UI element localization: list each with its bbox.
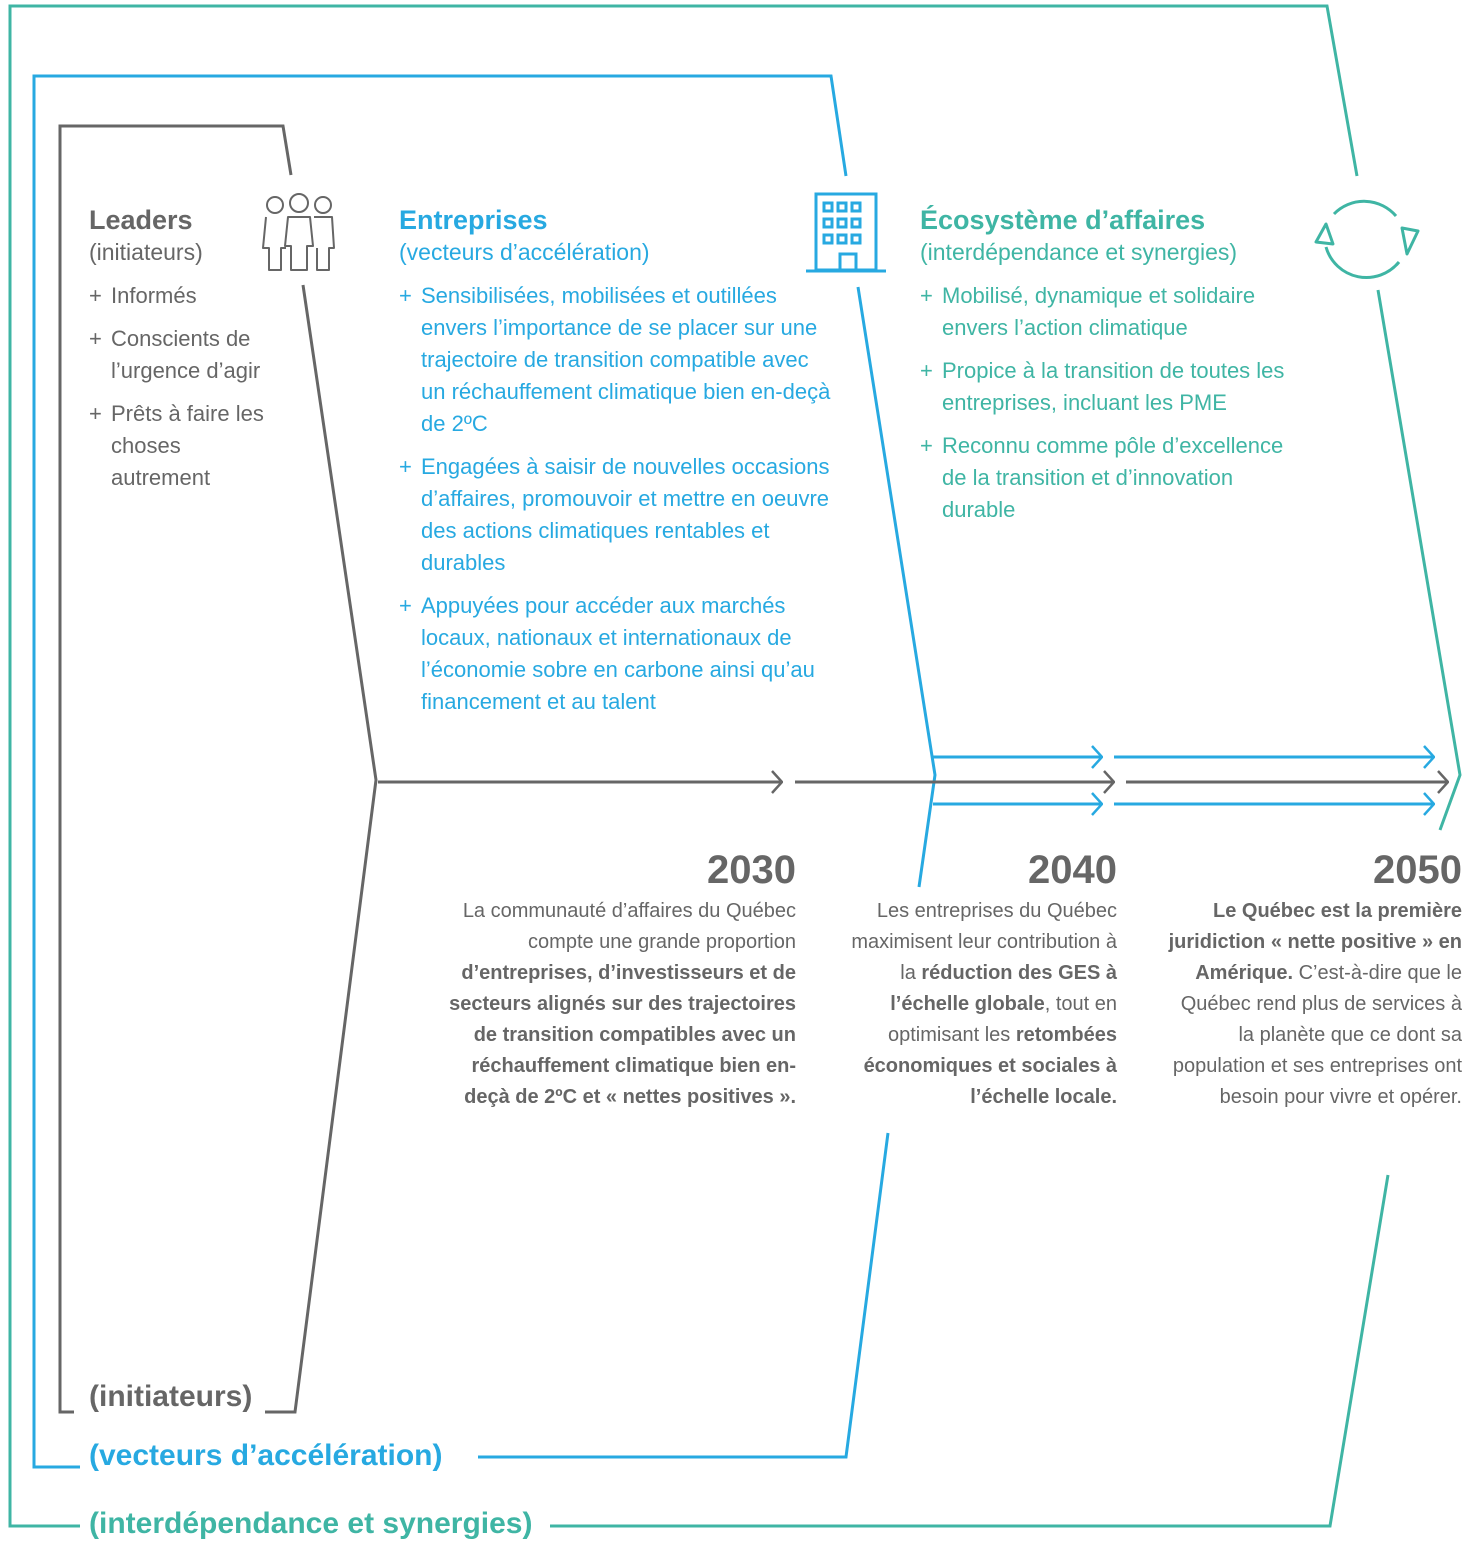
blue-frame-line [856, 286, 937, 888]
list-item: +Propice à la transition de toutes les e… [920, 355, 1285, 419]
plus-icon: + [920, 433, 933, 458]
gray-frame-line [265, 284, 378, 1414]
milestone-2030: 2030 La communauté d’affaires du Québec … [440, 848, 796, 1113]
bottom-label-initiateurs: (initiateurs) [81, 1379, 261, 1415]
gray-frame-line [58, 124, 293, 1414]
people-group-icon [262, 193, 335, 271]
cycle-arrows-icon [1314, 199, 1420, 280]
leaders-title: Leaders [89, 205, 193, 235]
list-item: +Appuyées pour accéder aux marchés locau… [399, 590, 839, 718]
plus-icon: + [399, 593, 412, 618]
leaders-subtitle: (initiateurs) [89, 239, 203, 265]
bottom-label-interdependance: (interdépendance et synergies) [81, 1506, 541, 1542]
year-2050: 2050 [1373, 848, 1462, 892]
plus-icon: + [89, 401, 102, 426]
list-item: +Sensibilisées, mobilisées et outillées … [399, 280, 839, 440]
leaders-column: Leaders (initiateurs) +Informés +Conscie… [89, 203, 299, 505]
ecosysteme-column: Écosystème d’affaires (interdépendance e… [920, 203, 1300, 537]
milestone-2040-text: Les entreprises du Québec maximisent leu… [851, 900, 1117, 1108]
list-item: +Conscients de l’urgence d’agir [89, 323, 285, 387]
ecosysteme-title: Écosystème d’affaires [920, 205, 1206, 235]
list-item: +Informés [89, 280, 285, 312]
plus-icon: + [89, 283, 102, 308]
list-item: +Reconnu comme pôle d’excellence de la t… [920, 430, 1285, 526]
list-item: +Prêts à faire les choses autrement [89, 398, 285, 494]
ecosysteme-list: +Mobilisé, dynamique et solidaire envers… [920, 280, 1285, 526]
milestone-2050: 2050 Le Québec est la première juridicti… [1163, 848, 1462, 1113]
list-item: +Engagées à saisir de nouvelles occasion… [399, 451, 839, 579]
plus-icon: + [920, 283, 933, 308]
blue-frame-line [32, 74, 848, 1469]
entreprises-column: Entreprises (vecteurs d’accélération) +S… [399, 203, 849, 729]
teal-frame-line [550, 1174, 1390, 1528]
bottom-label-vecteurs: (vecteurs d’accélération) [81, 1438, 451, 1474]
entreprises-list: +Sensibilisées, mobilisées et outillées … [399, 280, 839, 718]
teal-frame-line [1376, 289, 1462, 831]
entreprises-title: Entreprises [399, 205, 548, 235]
milestone-2050-text: Le Québec est la première juridiction « … [1168, 900, 1462, 1108]
milestone-2040: 2040 Les entreprises du Québec maximisen… [838, 848, 1117, 1113]
plus-icon: + [920, 358, 933, 383]
blue-frame-line [478, 1132, 890, 1459]
plus-icon: + [89, 326, 102, 351]
office-building-icon [806, 192, 886, 273]
list-item: +Mobilisé, dynamique et solidaire envers… [920, 280, 1285, 344]
plus-icon: + [399, 283, 412, 308]
milestone-2030-text: La communauté d’affaires du Québec compt… [449, 900, 796, 1108]
ecosysteme-subtitle: (interdépendance et synergies) [920, 239, 1238, 265]
year-2040: 2040 [1028, 848, 1117, 892]
year-2030: 2030 [707, 848, 796, 892]
plus-icon: + [399, 454, 412, 479]
entreprises-subtitle: (vecteurs d’accélération) [399, 239, 650, 265]
leaders-list: +Informés +Conscients de l’urgence d’agi… [89, 280, 285, 494]
teal-frame-line [8, 4, 1359, 1528]
